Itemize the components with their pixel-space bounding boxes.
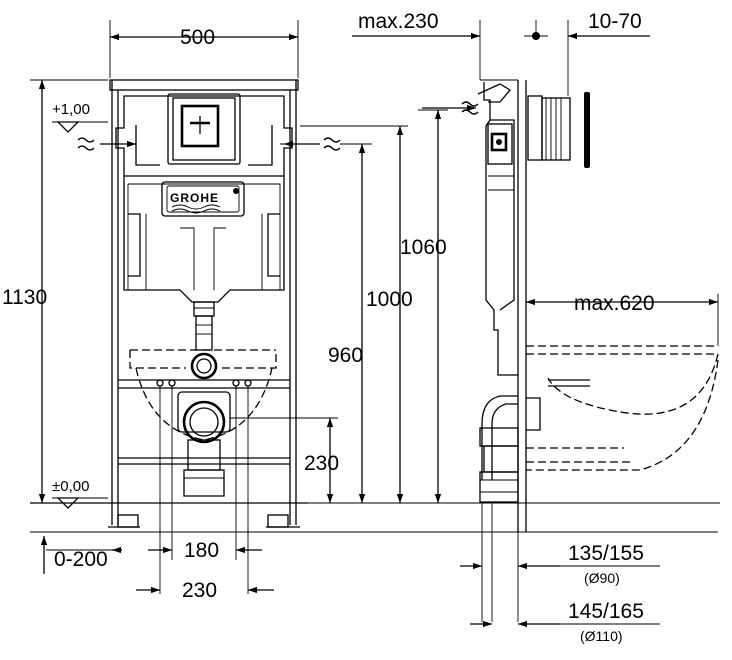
dim-1000: 1000: [366, 288, 413, 311]
level-plus-1: +1,00: [52, 101, 90, 118]
side-dimensions: [352, 20, 719, 628]
dimension-labels: 500 max.230 10-70 1130 1060 1000 960 230…: [2, 10, 655, 644]
front-view: GROHE: [30, 79, 341, 528]
grohe-logo: GROHE: [170, 191, 219, 205]
dim-145-165: 145/165: [568, 600, 644, 623]
dim-135-155: 135/155: [568, 542, 644, 565]
dim-960: 960: [328, 344, 363, 367]
dim-180: 180: [184, 539, 219, 562]
dim-max-620: max.620: [574, 292, 655, 315]
dim-d90: (Ø90): [584, 570, 620, 586]
level-zero: ±0,00: [52, 478, 89, 495]
frame-outline: [109, 79, 299, 91]
dim-0-200: 0-200: [54, 548, 108, 571]
front-dimensions: [30, 20, 720, 594]
dim-230-width: 230: [182, 579, 217, 602]
dim-10-70: 10-70: [588, 10, 642, 33]
dim-500: 500: [180, 26, 215, 49]
dim-1060: 1060: [400, 236, 447, 259]
dim-1130: 1130: [2, 286, 47, 309]
dim-230-height: 230: [304, 452, 339, 475]
flush-plate-frame: [167, 93, 241, 165]
dim-max-230: max.230: [358, 10, 439, 33]
dim-d110: (Ø110): [580, 628, 623, 644]
side-view: [422, 79, 719, 622]
